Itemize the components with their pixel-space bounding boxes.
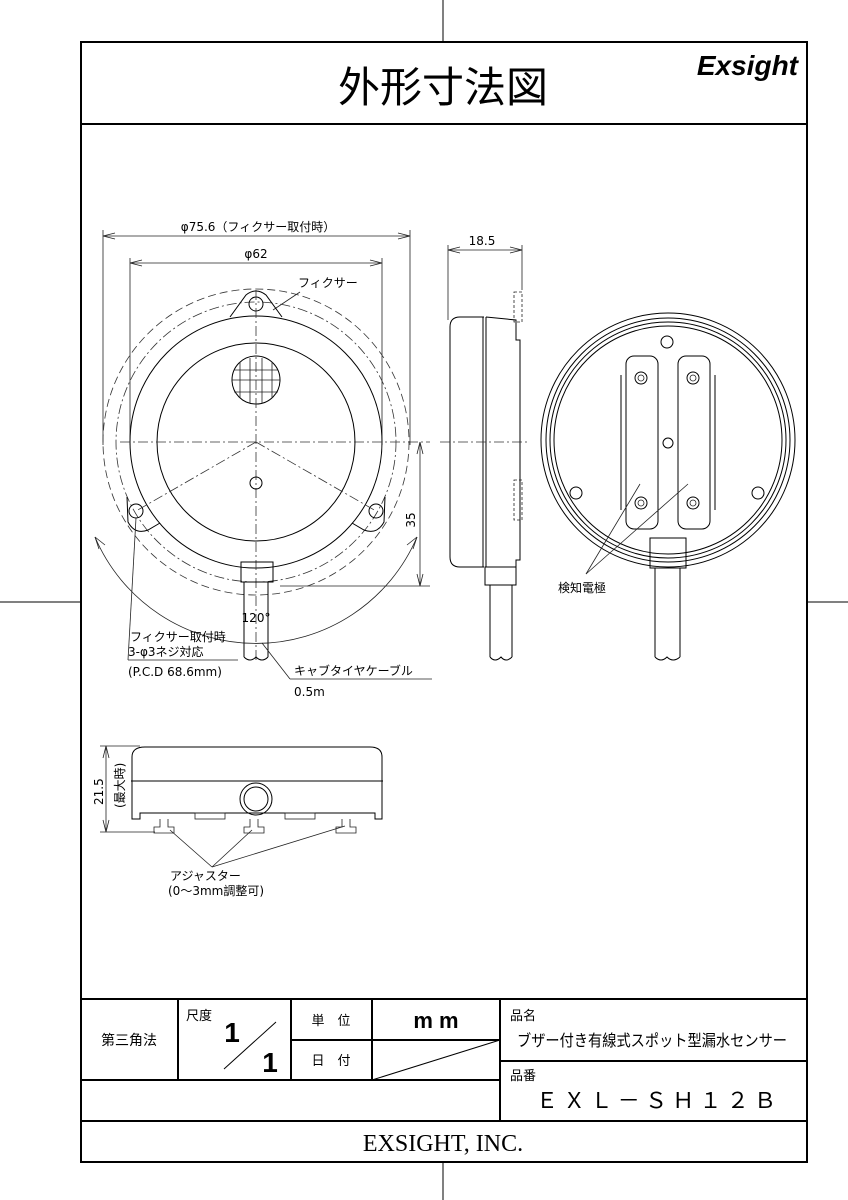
mount-note-1: フィクサー取付時	[130, 630, 226, 644]
mount-note-3: (P.C.D 68.6mm)	[128, 665, 222, 679]
title-block: 第三角法 尺度 1 1 単 位 m m 日 付 品名 ブザー付き有線式スポット型…	[81, 998, 807, 1157]
date-label: 日 付	[311, 1054, 350, 1069]
sheet-border	[80, 41, 808, 1163]
cable-label: キャブタイヤケーブル	[294, 663, 413, 678]
scale-label: 尺度	[186, 1008, 212, 1024]
dim-max-height-note: (最大時)	[113, 763, 127, 808]
unit-label: 単 位	[311, 1013, 350, 1029]
dim-max-height: 21.5	[92, 778, 106, 805]
scale-denominator: 1	[262, 1047, 278, 1078]
scale-numerator: 1	[224, 1017, 240, 1048]
side-view: 18.5	[440, 234, 530, 661]
dim-outer-diameter: φ75.6（フィクサー取付時）	[181, 220, 335, 234]
drawing-title: 外形寸法図	[338, 63, 548, 112]
dim-depth: 18.5	[469, 234, 496, 248]
adjuster-note: (0〜3mm調整可)	[168, 883, 264, 898]
mount-note-2: 3-φ3ネジ対応	[128, 645, 204, 659]
front-view: φ75.6（フィクサー取付時） φ62 フィクサー	[94, 220, 432, 699]
dim-body-diameter: φ62	[244, 247, 267, 261]
unit-value: m m	[413, 1008, 458, 1033]
back-view: 検知電極	[540, 312, 796, 661]
brand-logo: Exsight	[697, 50, 800, 81]
fixer-label: フィクサー	[298, 276, 358, 290]
adjuster-label: アジャスター	[170, 869, 241, 883]
elevation-view: 21.5 (最大時) アジャスター (0〜3mm調整可)	[92, 745, 383, 898]
part-number-label: 品番	[510, 1069, 536, 1084]
electrode-label: 検知電極	[558, 580, 606, 595]
projection-method: 第三角法	[101, 1032, 157, 1049]
angle-label: 120°	[242, 611, 271, 625]
company-name: EXSIGHT, INC.	[363, 1131, 523, 1157]
cable-length: 0.5m	[294, 685, 325, 699]
product-name: ブザー付き有線式スポット型漏水センサー	[517, 1031, 787, 1050]
product-name-label: 品名	[510, 1008, 536, 1024]
part-number: ＥＸＬ－ＳＨ１２Ｂ	[536, 1089, 776, 1114]
dim-height-35: 35	[404, 512, 418, 527]
